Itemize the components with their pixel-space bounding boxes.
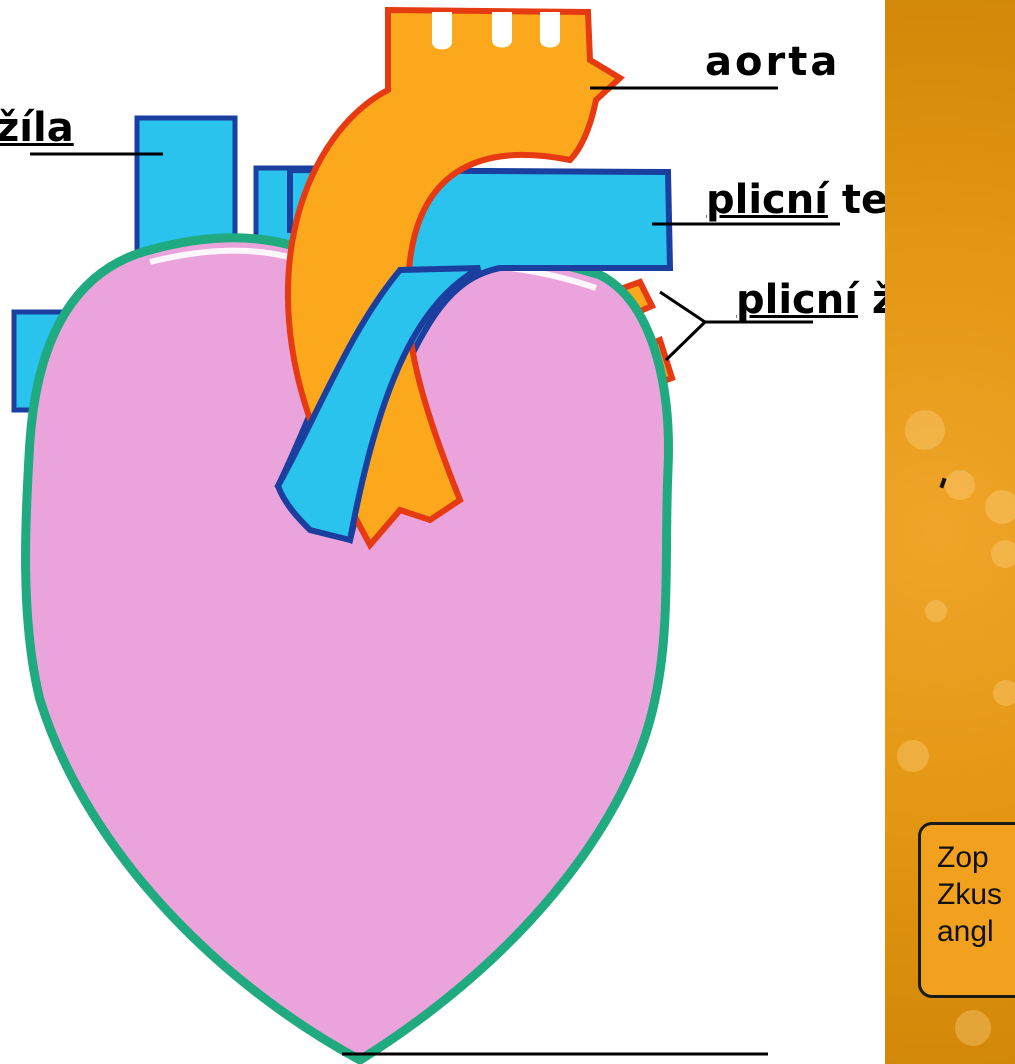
- note-line-3: angl: [937, 913, 1015, 950]
- note-line-2: Zkus: [937, 876, 1015, 913]
- label-plicni-tepna-word1: plicní: [706, 177, 828, 223]
- label-aorta: aorta: [705, 42, 840, 82]
- label-plicni-zily-word1: plicní: [736, 277, 858, 323]
- note-box: Zop Zkus angl: [918, 822, 1015, 998]
- label-zila: žíla: [0, 108, 74, 148]
- note-line-1: Zop: [937, 839, 1015, 876]
